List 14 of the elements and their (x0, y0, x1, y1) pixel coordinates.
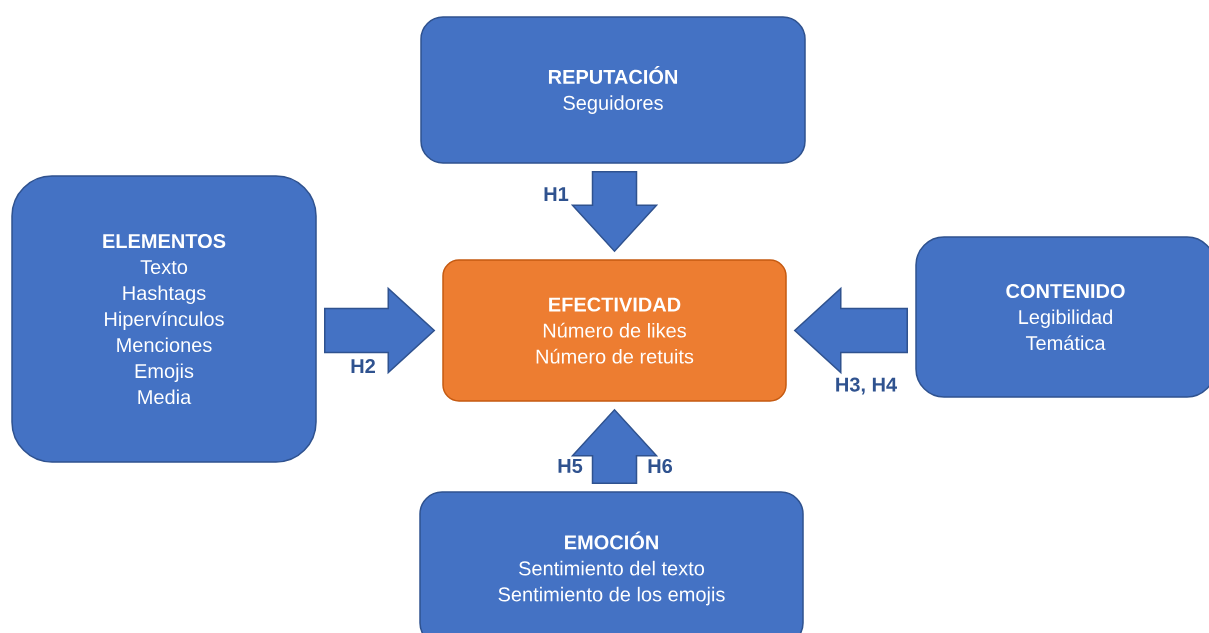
block-arrow (570, 171, 659, 253)
block-arrow (570, 408, 659, 484)
process-box: EFECTIVIDAD Número de likes Número de retuits (442, 259, 787, 402)
edge-label: H2 (351, 359, 375, 373)
process-box: CONTENIDO Legibilidad Temática (915, 236, 1209, 398)
process-box: EMOCIÓN Sentimiento del texto Sentimiento de los emojis (419, 491, 804, 633)
hypothesis-label: H6 (648, 458, 673, 474)
hypothesis-label: H5 (558, 459, 583, 473)
block-arrow (793, 286, 908, 375)
block-arrow (324, 286, 436, 375)
process-box: REPUTACIÓN Seguidores (420, 16, 806, 164)
edge-label: H1 (544, 187, 569, 201)
process-box: ELEMENTOS Texto Hashtags Hipervínculos Menciones Emojis Media (11, 175, 317, 463)
edge-label: H3, H4 (836, 377, 897, 395)
